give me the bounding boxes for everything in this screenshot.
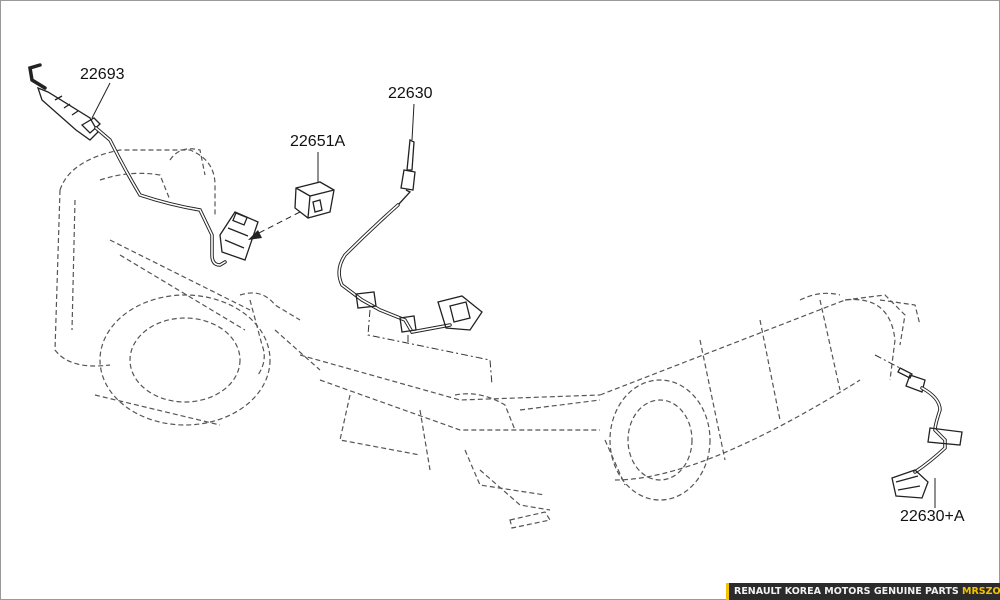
assembly-arrow-icon bbox=[248, 230, 262, 240]
part-label-22693[interactable]: 22693 bbox=[80, 66, 125, 83]
part-label-22630a[interactable]: 22630+A bbox=[900, 508, 965, 525]
part-label-22651a[interactable]: 22651A bbox=[290, 133, 346, 150]
part-label-22630[interactable]: 22630 bbox=[388, 85, 433, 102]
connector-bracket-22651a[interactable] bbox=[248, 181, 335, 240]
oxygen-sensor-22693[interactable] bbox=[28, 63, 259, 267]
temp-sensor-22630[interactable] bbox=[337, 138, 493, 386]
footer-banner: RENAULT KOREA MOTORS GENUINE PARTS MRSZO… bbox=[726, 583, 1000, 600]
exhaust-assembly bbox=[54, 148, 921, 529]
footer-accent-bar bbox=[726, 583, 729, 600]
footer-brand: RENAULT KOREA MOTORS GENUINE PARTS bbox=[734, 586, 959, 597]
temp-sensor-22630a[interactable] bbox=[874, 354, 963, 499]
footer-site: MRSZONE bbox=[962, 586, 1000, 597]
leader-lines bbox=[91, 82, 936, 508]
